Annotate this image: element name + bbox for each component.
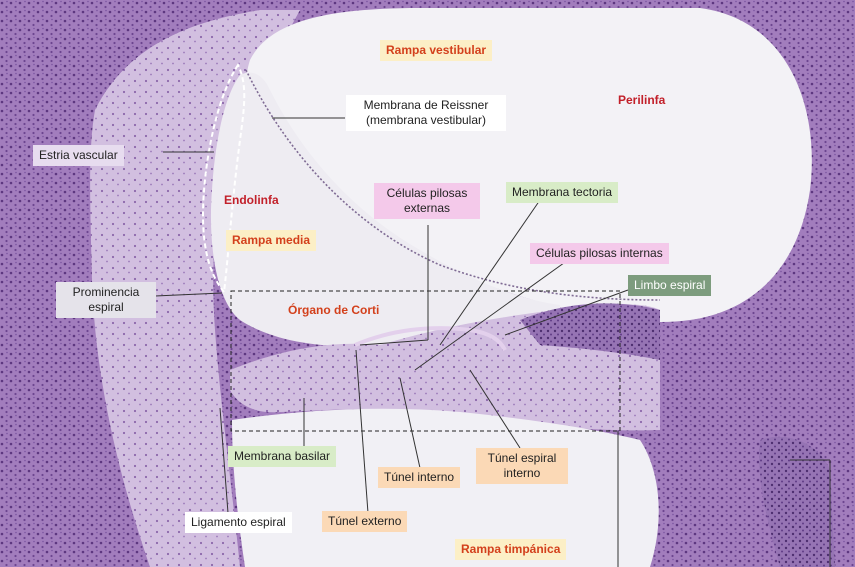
- label-prominencia-espiral-line1: Prominencia: [62, 285, 150, 300]
- label-estria-vascular: Estria vascular: [33, 145, 124, 166]
- label-ligamento-espiral: Ligamento espiral: [185, 512, 292, 533]
- label-membrana-basilar: Membrana basilar: [228, 446, 336, 467]
- label-tunel-interno: Túnel interno: [378, 467, 460, 488]
- label-membrana-reissner-line2: (membrana vestibular): [352, 113, 500, 128]
- label-prominencia-espiral-line2: espiral: [62, 300, 150, 315]
- label-perilinfa: Perilinfa: [612, 90, 671, 111]
- label-organo-de-corti: Órgano de Corti: [282, 300, 385, 321]
- label-tunel-espiral-interno: Túnel espiral interno: [476, 448, 568, 484]
- label-celulas-pilosas-externas-line1: Células pilosas: [380, 186, 474, 201]
- label-tunel-espiral-interno-line1: Túnel espiral: [482, 451, 562, 466]
- label-rampa-media: Rampa media: [226, 230, 316, 251]
- label-rampa-vestibular: Rampa vestibular: [380, 40, 492, 61]
- label-limbo-espiral: Limbo espiral: [628, 275, 711, 296]
- label-celulas-pilosas-externas-line2: externas: [380, 201, 474, 216]
- label-celulas-pilosas-externas: Células pilosas externas: [374, 183, 480, 219]
- label-tunel-espiral-interno-line2: interno: [482, 466, 562, 481]
- label-endolinfa: Endolinfa: [218, 190, 285, 211]
- label-celulas-pilosas-internas: Células pilosas internas: [530, 243, 669, 264]
- label-membrana-tectoria: Membrana tectoria: [506, 182, 618, 203]
- label-rampa-timpanica: Rampa timpánica: [455, 539, 566, 560]
- label-tunel-externo: Túnel externo: [322, 511, 407, 532]
- label-membrana-reissner: Membrana de Reissner (membrana vestibula…: [346, 95, 506, 131]
- label-membrana-reissner-line1: Membrana de Reissner: [352, 98, 500, 113]
- label-prominencia-espiral: Prominencia espiral: [56, 282, 156, 318]
